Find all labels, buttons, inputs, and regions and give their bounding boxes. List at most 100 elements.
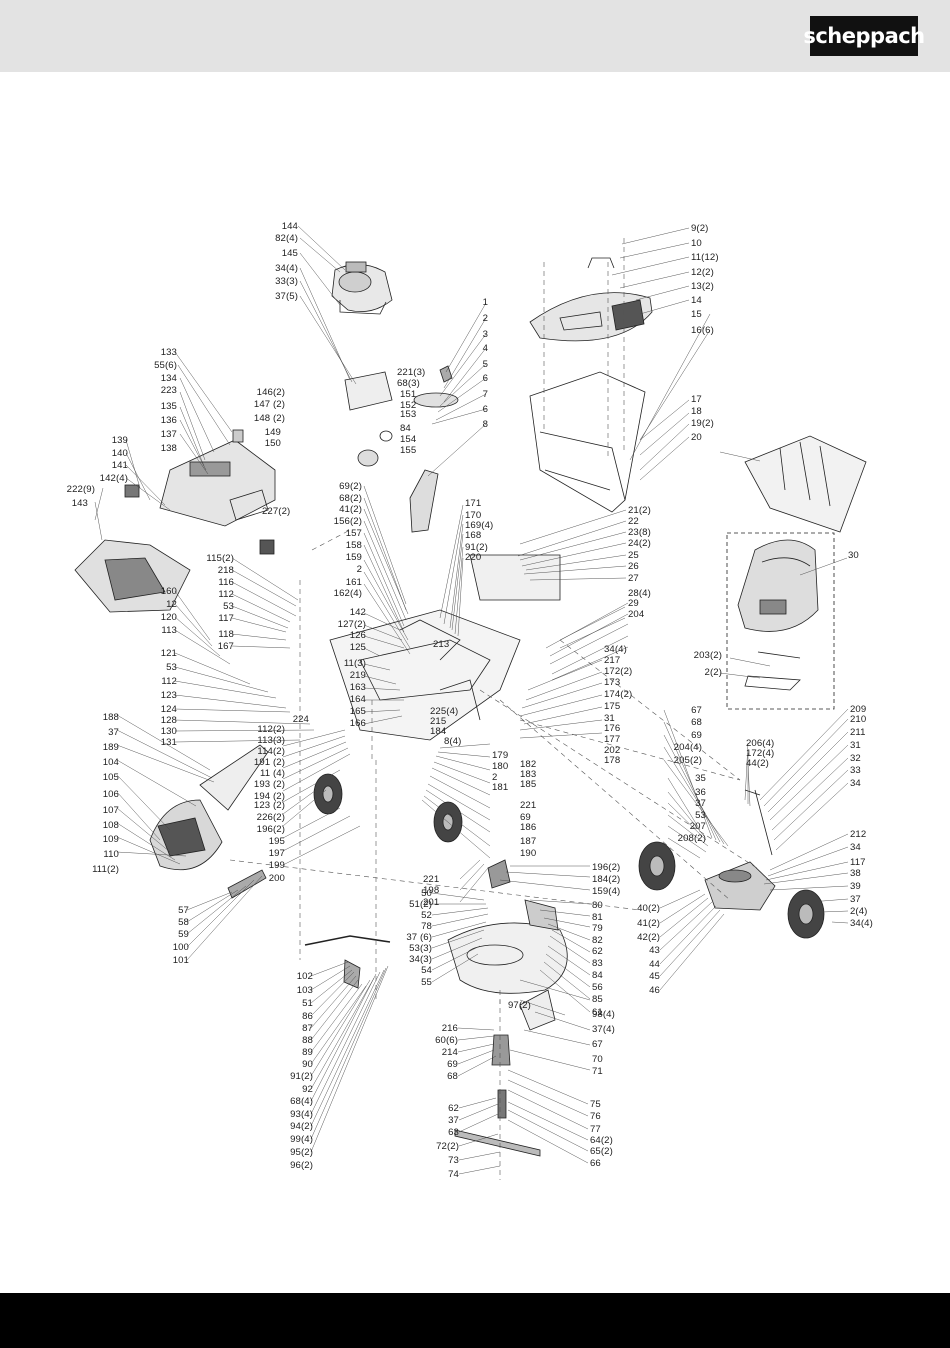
part-number-label: 80 [592,900,603,911]
part-number-label: 28(4) [628,588,651,599]
part-number-label: 206(4) [746,738,775,749]
part-number-label: 117 [850,857,866,868]
part-number-label: 112 [161,676,177,687]
part-number-label: 18 [691,406,702,417]
part-number-label: 184 [430,726,447,737]
front-cover-icon [74,539,191,613]
part-number-label: 157 [345,528,362,539]
part-number-label: 179 [492,750,509,761]
part-number-label: 32 [850,753,861,764]
part-number-label: 198 [423,885,440,896]
part-number-label: 212 [850,829,867,840]
part-number-label: 93(4) [290,1109,313,1120]
part-number-label: 2 [356,564,362,575]
grass-bag-icon [744,435,867,533]
part-number-label: 73 [448,1155,459,1166]
part-number-label: 43 [649,945,660,956]
wheel-rear-left-icon [638,841,676,891]
part-number-label: 160 [160,586,177,597]
part-number-label: 8 [482,419,488,430]
part-number-label: 217 [604,655,621,666]
part-number-label: 227(2) [262,506,291,517]
part-number-label: 53(3) [409,943,432,954]
wheel-rear-right-icon [787,889,825,939]
part-number-label: 12(2) [691,267,714,278]
part-number-label: 141 [111,460,128,471]
part-number-label: 123 [160,690,177,701]
part-number-label: 161 [345,577,362,588]
part-number-label: 64(2) [590,1135,613,1146]
part-number-label: 110 [103,849,119,860]
part-number-label: 193 (2) [253,779,285,790]
part-number-label: 2 [482,313,488,324]
brand-logo: scheppach [803,16,925,56]
part-number-label: 88 [302,1035,313,1046]
part-number-label: 92 [302,1084,313,1095]
part-number-label: 99(4) [290,1134,313,1145]
part-number-label: 74 [448,1169,459,1180]
steering-column-icon [409,469,439,533]
chute-icon [149,744,269,871]
part-number-label: 41(2) [339,504,362,515]
part-number-label: 69 [520,812,531,823]
part-number-label: 68 [447,1071,458,1082]
part-number-label: 123 (2) [253,800,285,811]
part-number-label: 82(4) [275,233,298,244]
part-number-label: 201 [423,897,440,908]
part-number-label: 77 [590,1124,601,1135]
part-number-label: 9(2) [691,223,709,234]
part-number-label: 37 (6) [406,932,432,943]
part-number-label: 221 [423,874,440,885]
part-number-label: 29 [628,598,639,609]
part-number-label: 11(12) [691,252,719,263]
part-number-label: 154 [400,434,417,445]
handle-icon [587,257,615,269]
part-number-label: 158 [345,540,362,551]
part-number-label: 15 [691,309,702,320]
part-number-label: 130 [160,726,177,737]
part-number-label: 37(4) [592,1024,615,1035]
part-number-label: 94(2) [290,1121,313,1132]
part-number-label: 68 [691,717,702,728]
part-number-label: 70 [592,1054,603,1065]
part-number-label: 58 [178,917,189,928]
part-number-label: 13(2) [691,281,714,292]
part-number-label: 164 [349,694,366,705]
part-number-label: 162(4) [333,588,362,599]
part-number-label: 187 [520,836,537,847]
part-number-label: 37 [850,894,861,905]
part-number-label: 46 [649,985,660,996]
part-number-label: 143 [71,498,88,509]
part-number-label: 100 [172,942,189,953]
part-number-label: 42(2) [637,932,660,943]
wheel-front-left-icon [313,773,343,815]
part-number-label: 34(4) [275,263,298,274]
part-number-label: 204 [628,609,645,620]
part-number-label: 62 [448,1103,459,1114]
part-number-label: 176 [604,723,621,734]
part-number-label: 215 [430,716,447,727]
part-number-label: 11 (4) [260,768,285,779]
part-number-label: 170 [465,510,482,521]
part-number-label: 31 [604,713,615,724]
part-number-label: 208(2) [677,833,706,844]
part-number-label: 151 [400,389,417,400]
part-number-label: 147 (2) [253,399,285,410]
part-number-label: 69(2) [339,481,362,492]
part-number-label: 25 [628,550,639,561]
part-number-label: 190 [520,848,537,859]
part-number-label: 159(4) [592,886,621,897]
part-number-label: 89 [302,1047,313,1058]
part-number-label: 125 [349,642,366,653]
part-number-label: 106 [102,789,119,800]
part-number-label: 79 [592,923,603,934]
part-number-label: 53 [695,810,706,821]
part-number-label: 27 [628,573,639,584]
part-number-label: 19(2) [691,418,714,429]
part-number-label: 209 [850,704,867,715]
part-number-label: 8(4) [444,736,462,747]
part-number-label: 171 [465,498,482,509]
part-number-label: 26 [628,561,639,572]
part-number-label: 53 [166,662,177,673]
part-number-label: 3 [482,329,488,340]
